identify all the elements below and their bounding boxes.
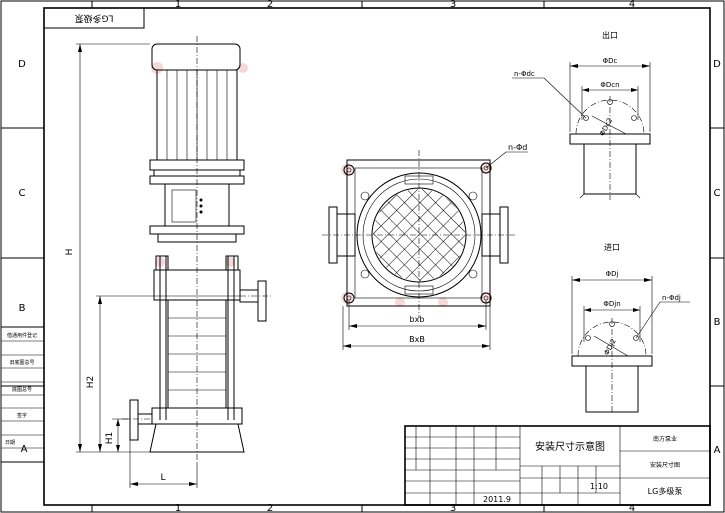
drawing-title: 安装尺寸示意图 [535,440,605,453]
row-letter-c-right: C [714,188,721,199]
pump-dimensions: H H2 H1 L [65,43,240,488]
dim-h2-label: H2 [86,376,96,389]
row-letter-b: B [19,303,26,314]
inlet-title: 进口 [604,243,620,252]
outlet-flange-detail: 出口 ΦDc ΦDcn ΦDc2 n-Φdc [512,30,651,200]
column-number-4: 4 [629,0,635,10]
drawing-date: 2011.9 [483,495,511,504]
dim-h1-label: H1 [105,432,115,445]
inner-span-label: bxb [410,315,425,324]
side-label-date: 日期 [5,440,15,446]
column-number-1-bottom: 1 [175,503,181,513]
scan-artifacts [151,62,492,307]
row-letters: D C D C B A [18,59,721,456]
outlet-outer-diameter: ΦDc [603,57,618,65]
row-letter-c: C [19,188,26,199]
inlet-bore: ΦDj2 [603,338,618,357]
inlet-flange-detail: 进口 ΦDj ΦDjn ΦDj2 n-Φdj [571,243,690,414]
column-number-1: 1 [175,0,181,10]
product-name: LG多级泵 [648,486,683,496]
side-label-number: 底图总号 [12,386,32,393]
dim-l-label: L [160,473,165,483]
inlet-pitch-diameter: ΦDjn [603,300,620,308]
scale-value: 1:10 [590,482,608,491]
title-box-top: LG多级泵 [43,7,145,29]
row-letter-d: D [18,59,26,70]
column-number-3-bottom: 3 [450,503,456,513]
inlet-outer-diameter: ΦDj [606,270,619,278]
column-number-3: 3 [450,0,456,10]
outer-span-label: BxB [409,335,425,344]
outlet-pitch-diameter: ΦDcn [600,81,619,89]
company-name: 南方泵业 [653,435,677,443]
side-label-borrow: 借通用件登记 [7,332,37,339]
side-registration-table: B 借通用件登记 旧底图总号 底图总号 签字 日期 A [0,303,45,463]
title-block: 安装尺寸示意图 南方泵业 安装尺寸图 LG多级泵 1:10 2011.9 [404,425,711,506]
side-label-old-number: 旧底图总号 [9,359,34,366]
outlet-bolt-holes: n-Φdc [514,70,535,78]
pump-elevation [122,36,272,462]
column-number-2-bottom: 2 [267,503,273,513]
title-box-text: LG多级泵 [75,13,114,25]
dim-h-label: H [65,249,75,256]
body-crosshatch [373,189,465,281]
column-numbers: 1 2 3 4 1 2 3 4 [175,0,635,513]
row-letter-a-right: A [714,445,721,456]
column-number-2: 2 [267,0,273,10]
column-number-4-bottom: 4 [629,503,635,513]
base-plan-dimensions: n-Φd bxb BxB [342,143,528,350]
outlet-title: 出口 [602,30,618,40]
drawing-name: 安装尺寸图 [650,461,680,469]
row-letter-b-right: B [714,317,721,328]
bolt-hole-label: n-Φd [508,143,527,152]
inlet-bolt-holes: n-Φdj [662,294,681,302]
row-letter-d-right: D [713,59,721,70]
side-label-sign: 签字 [17,412,27,419]
row-letter-a: A [21,444,28,455]
